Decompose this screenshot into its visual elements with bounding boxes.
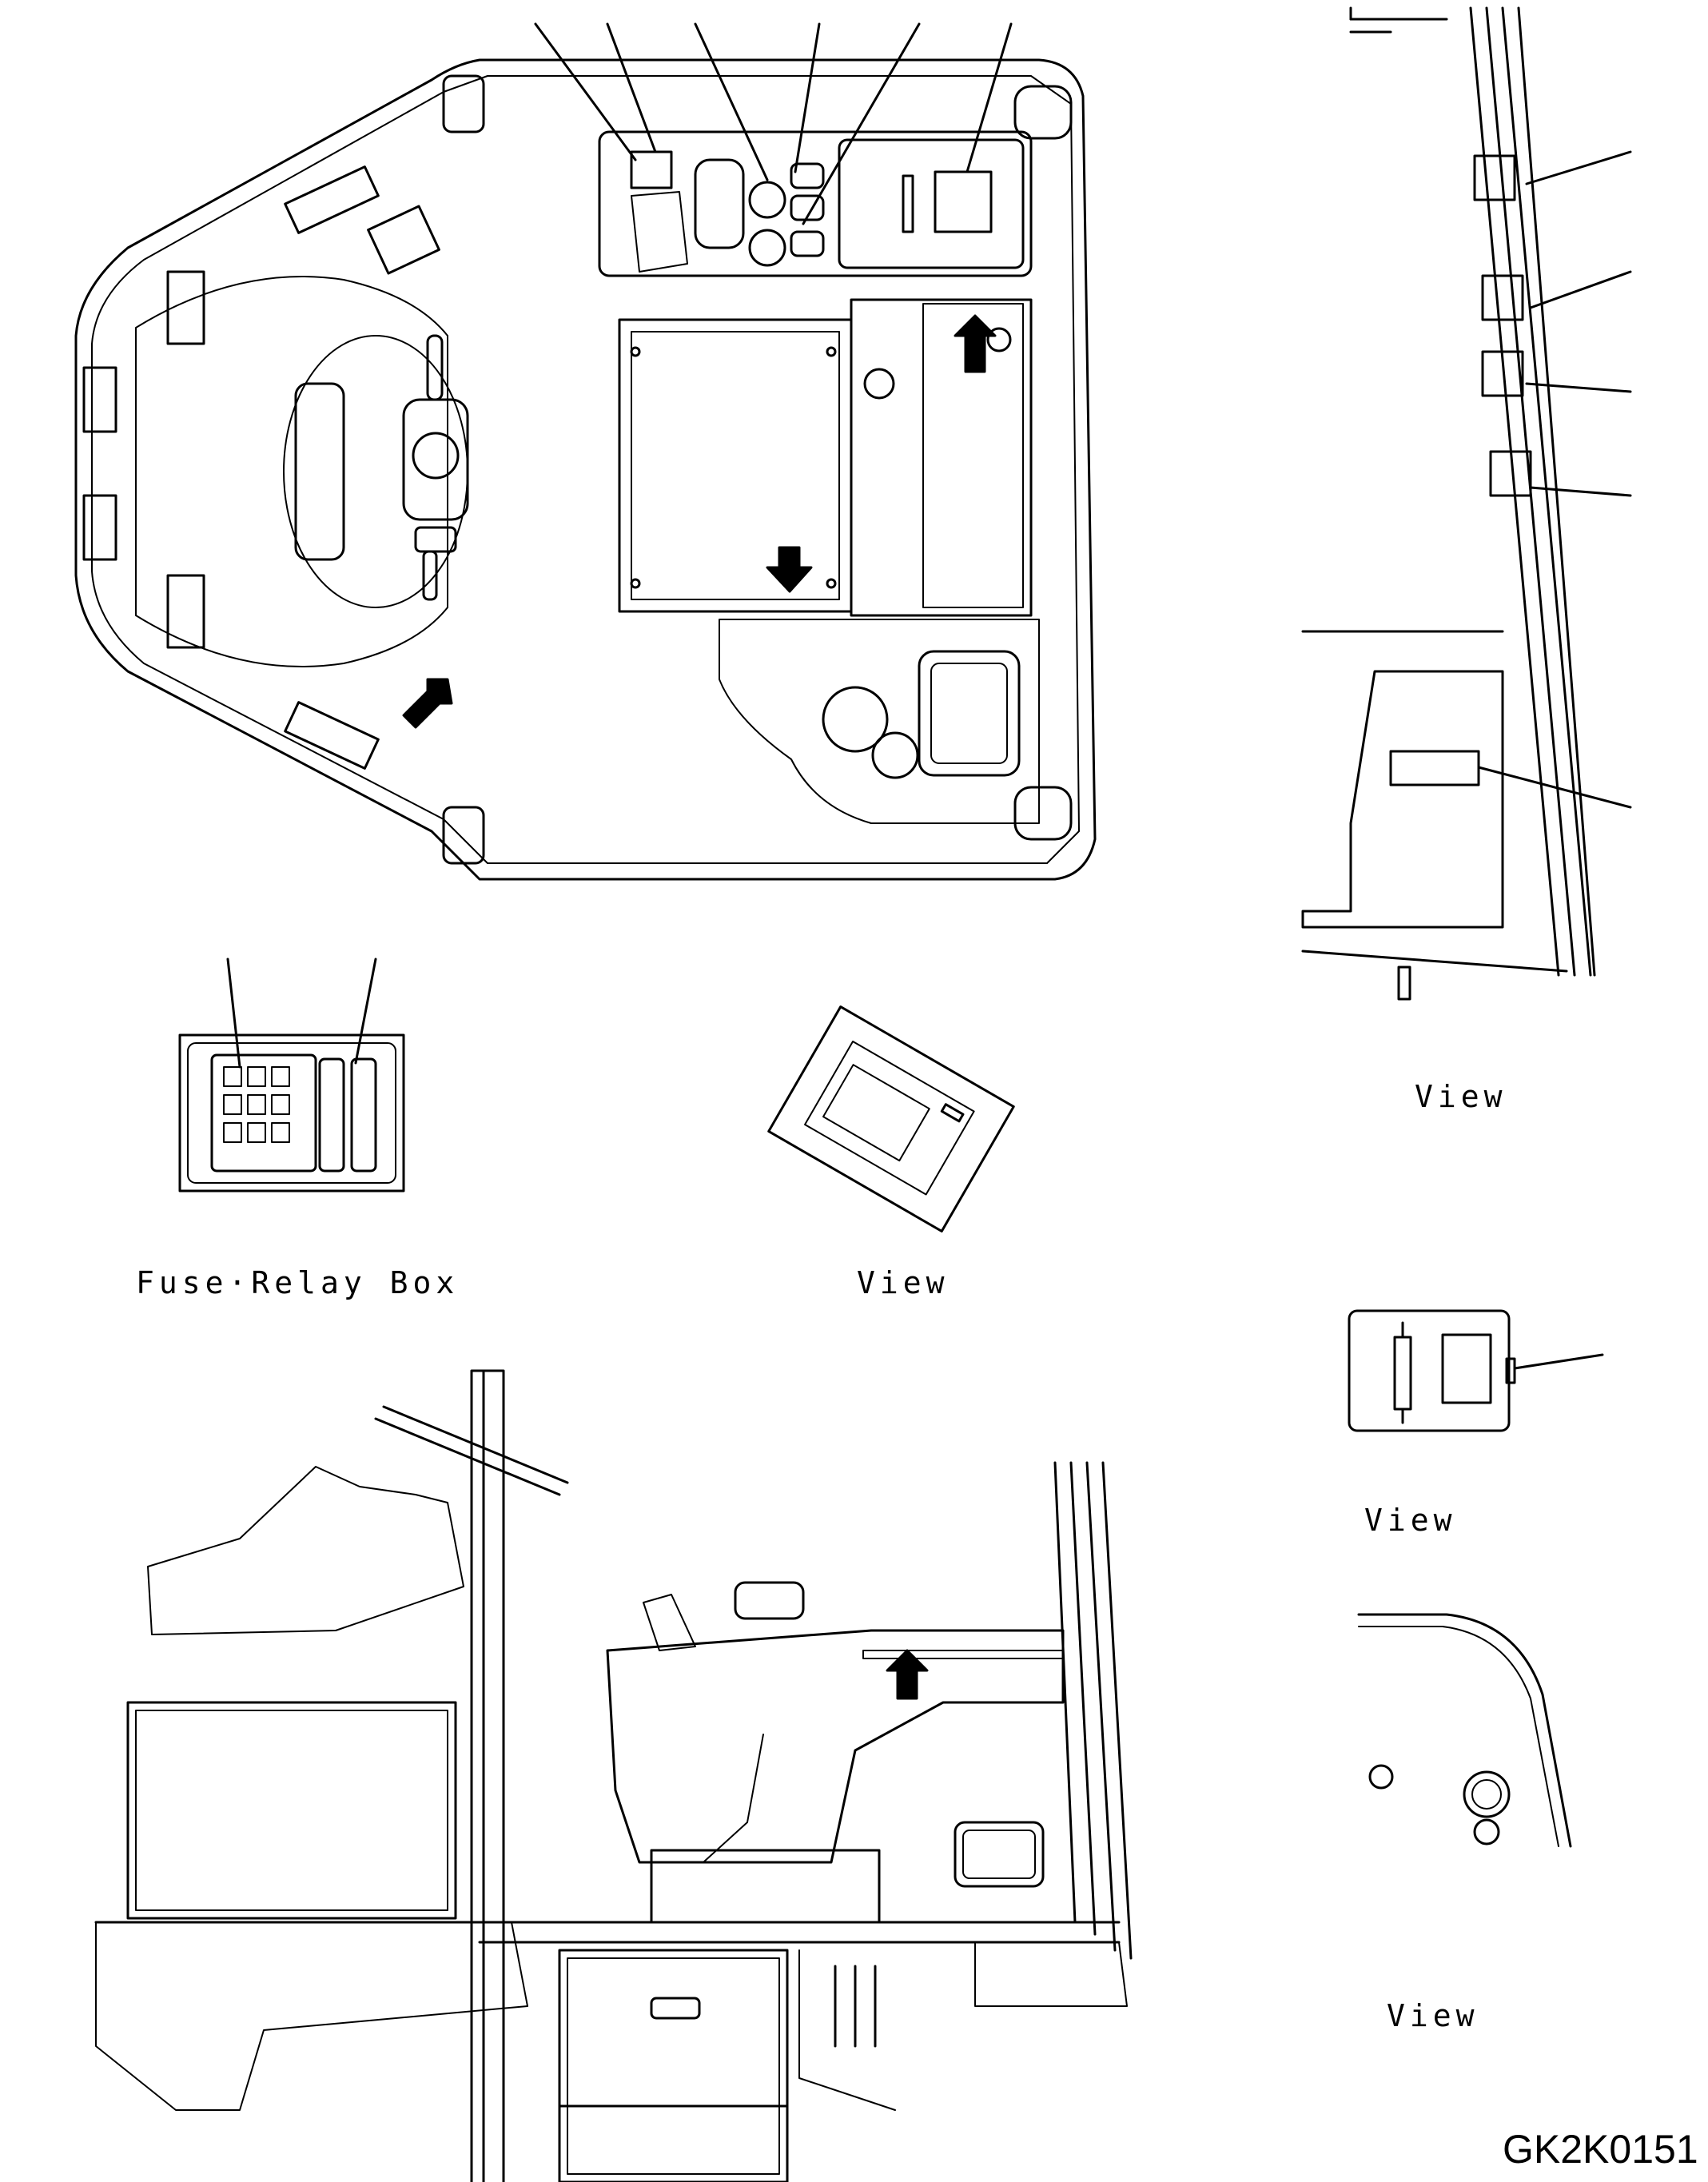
plate-view [1348,1309,1604,1432]
relay [630,150,673,189]
rotated-label [822,1064,930,1162]
front-dash [147,1466,464,1635]
joystick-base [694,158,745,249]
left-panel [294,382,345,561]
relay-block [210,1053,317,1173]
view-caption-right-bottom: View [1387,1998,1479,2033]
vent-6 [82,494,117,561]
socket-icon [1463,1770,1511,1818]
steering-hub [412,432,460,480]
view-caption-right-top: View [1415,1079,1507,1114]
fuse-relay-box-view [178,958,405,1193]
corner-post-top-left [442,74,485,133]
arrow-diagonal-icon [402,678,453,729]
console-label [934,170,993,233]
corner-post-bottom-right [1013,786,1073,841]
monitor [367,205,440,275]
side-box [1301,670,1504,929]
arrow-up-icon [954,314,997,373]
drawing-code: GK2K0151 [1503,2127,1698,2172]
plate-label [1441,1333,1492,1404]
cup-holder [822,686,889,753]
cab-side-elevation [94,1369,1133,2182]
lever-top [426,334,444,401]
front-console [135,276,448,667]
side-panel-view [1301,6,1632,1001]
right-lower-console [719,619,1040,824]
plate [1348,1309,1511,1432]
joystick-boot [643,1594,696,1651]
side-label [1389,750,1480,786]
arrow-down-icon [766,546,813,593]
console-knob [734,1581,805,1620]
harness [703,1734,764,1863]
decal-4 [1489,450,1532,497]
corner-curve [1357,1613,1572,1848]
decal-3 [1481,350,1524,397]
cab-outline [74,58,1097,881]
vent-3 [166,574,205,649]
pillar [470,1369,505,2182]
console-lid [838,138,1025,269]
view-caption-right-middle: View [1364,1503,1457,1538]
decal-2 [1481,274,1524,321]
storage-box [918,650,1021,777]
under-box [650,1849,881,1924]
vent-5 [82,366,117,433]
corner-post-top-right [1013,85,1073,140]
rotated-box-view [767,1005,1015,1232]
fuse-box-outer [178,1033,405,1193]
corner-post-bottom-left [442,806,485,865]
arrow-up-side-icon [886,1649,929,1700]
fuse-strip-2 [350,1057,377,1173]
plate-slot [1393,1336,1412,1411]
joystick [631,191,688,273]
heater-box [126,1701,457,1920]
cab-top-view [74,22,1097,881]
device-box [954,1821,1045,1888]
floor-box-handle [650,1997,701,2020]
view-caption-center: View [857,1265,950,1300]
vent-2 [166,270,205,345]
bolt-icon [1368,1764,1394,1790]
fuse-strip-1 [318,1057,345,1173]
vent-4 [284,701,380,770]
seat-plate [850,298,1033,617]
vent-1 [284,165,380,234]
fuse-relay-box-caption: Fuse·Relay Box [136,1265,460,1300]
floor-plate [618,318,853,613]
right-console-side [606,1629,1065,1864]
rotated-box [767,1005,1015,1232]
steering-wheel [382,1405,569,1484]
right-upper-console [598,130,1033,277]
duct [95,1921,528,2111]
decal-1 [1473,154,1516,201]
floor-box [558,1949,789,2182]
lever-bottom [422,550,438,601]
corner-detail-view [1357,1613,1572,1848]
